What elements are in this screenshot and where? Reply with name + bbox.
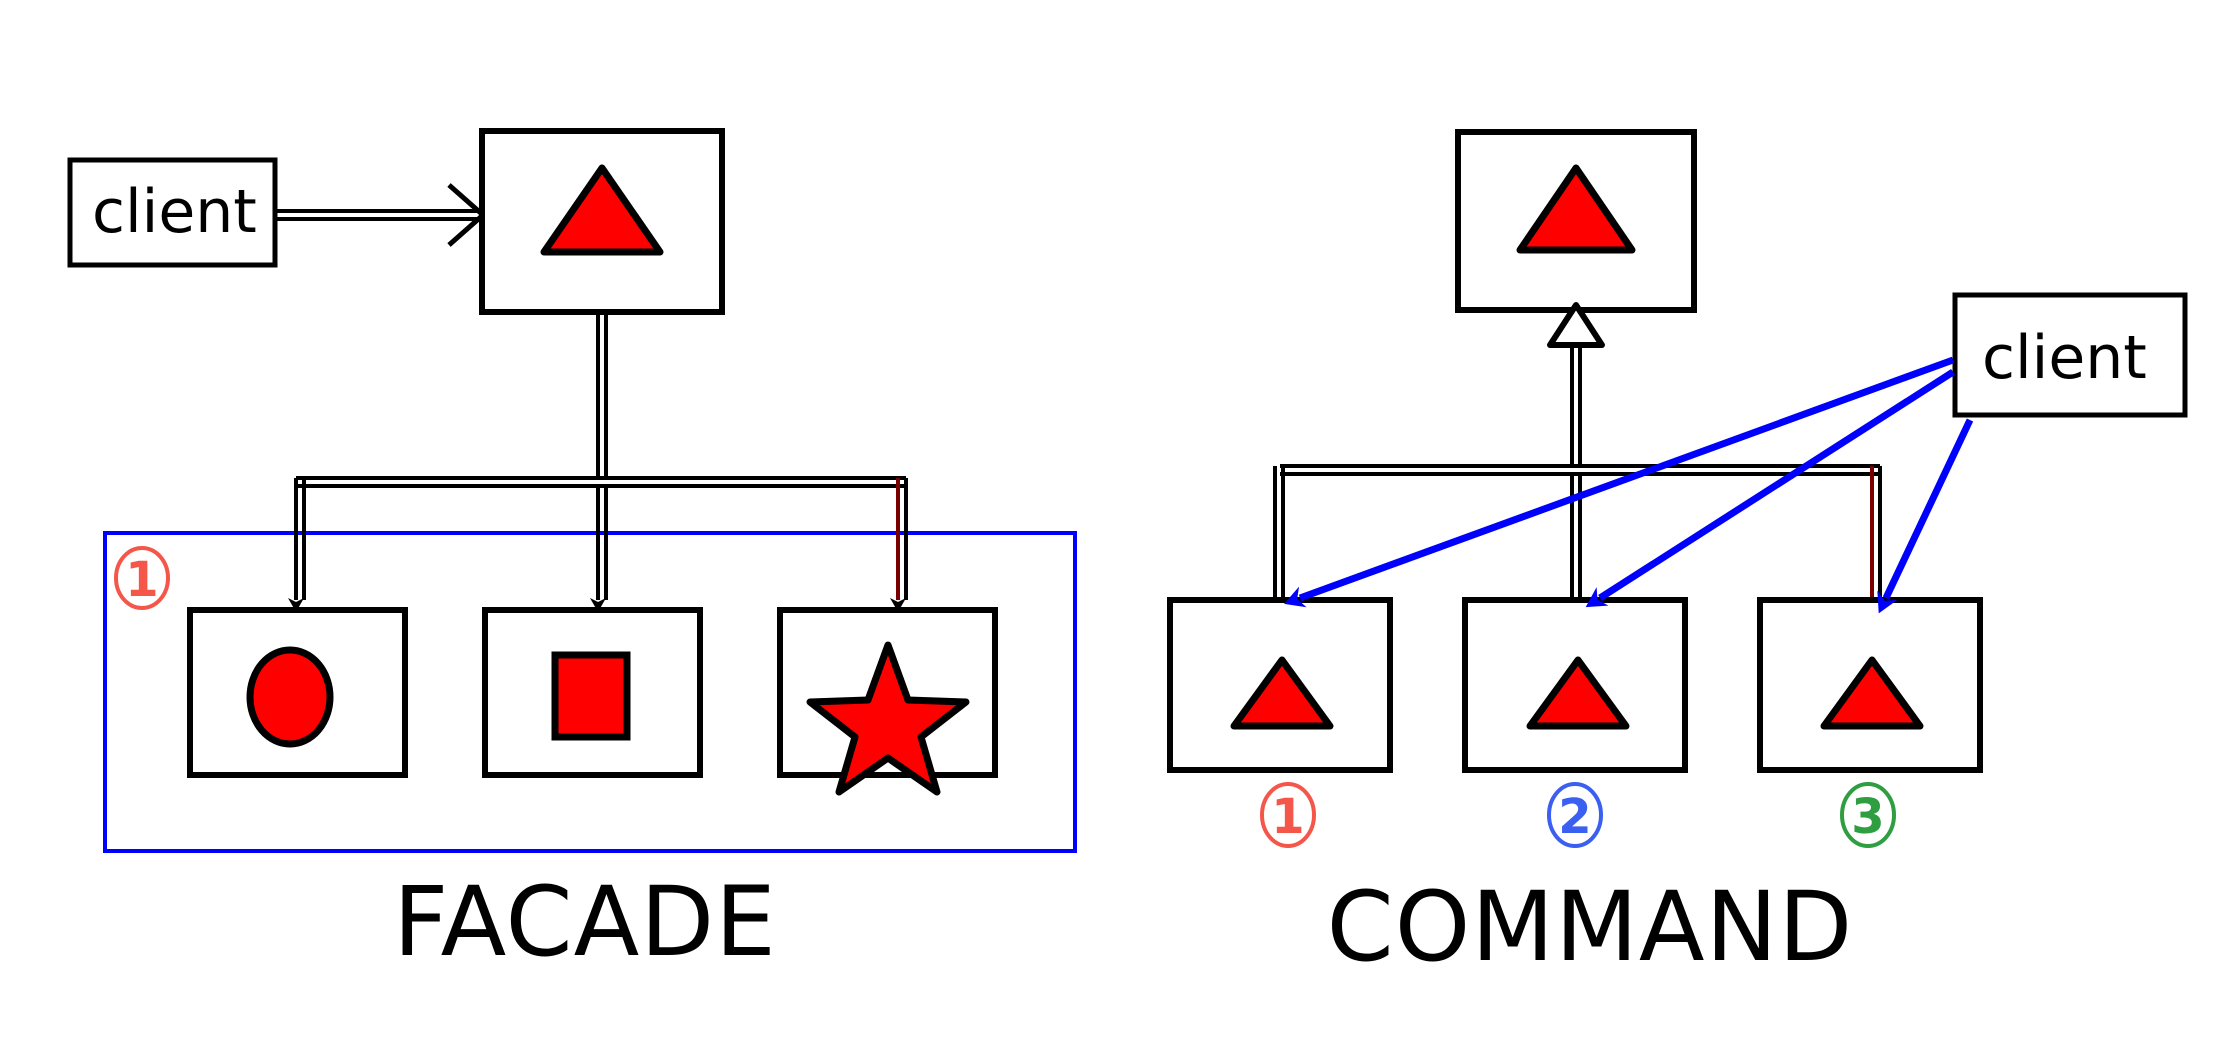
command-tree-connector — [1273, 345, 1882, 598]
facade-group-outline — [103, 531, 1077, 853]
generalization-arrowhead-icon — [1547, 302, 1605, 348]
facade-client-box[interactable]: client — [67, 157, 278, 268]
triangle-icon — [1526, 656, 1630, 730]
command-title: COMMAND — [1327, 871, 1854, 983]
command-child-box-1[interactable] — [1167, 597, 1393, 773]
command-marker-2: 2 — [1547, 782, 1603, 848]
command-marker-2-label: 2 — [1558, 789, 1591, 845]
marker-circle-outline — [114, 546, 170, 610]
facade-root-box[interactable] — [479, 128, 725, 315]
triangle-icon — [540, 164, 664, 256]
facade-child-box-1[interactable] — [187, 607, 408, 778]
star-icon — [806, 641, 970, 796]
facade-open-arrowhead — [447, 183, 487, 247]
command-marker-3-label: 3 — [1851, 789, 1884, 845]
command-client-box[interactable]: client — [1952, 292, 2188, 418]
facade-title: FACADE — [393, 866, 777, 978]
command-marker-1-label: 1 — [1271, 789, 1304, 845]
facade-client-connector — [275, 183, 487, 247]
command-client-label: client — [1982, 323, 2147, 393]
client-arrow-1 — [1284, 356, 1955, 608]
marker-circle-outline — [1840, 782, 1896, 848]
facade-pattern-group: client — [67, 128, 1077, 978]
command-marker-1: 1 — [1260, 782, 1316, 848]
facade-tree-connector — [288, 312, 908, 612]
facade-client-label: client — [92, 177, 257, 247]
facade-marker-1: 1 — [114, 546, 170, 610]
facade-child-box-2[interactable] — [482, 607, 703, 778]
command-child-rect-2[interactable] — [1462, 597, 1688, 773]
square-icon — [551, 651, 631, 741]
command-client-rect[interactable] — [1952, 292, 2188, 418]
command-root-box[interactable] — [1455, 129, 1697, 313]
circle-icon — [246, 646, 334, 748]
marker-circle-outline — [1260, 782, 1316, 848]
triangle-icon — [1516, 164, 1636, 254]
facade-child-box-3[interactable] — [777, 607, 998, 796]
marker-circle-outline — [1547, 782, 1603, 848]
facade-client-rect[interactable] — [67, 157, 278, 268]
command-client-arrows — [1284, 356, 1974, 614]
command-child-box-2[interactable] — [1462, 597, 1688, 773]
command-pattern-group: client 1 2 3 COMMAND — [1167, 129, 2188, 983]
triangle-icon — [1820, 656, 1924, 730]
triangle-icon — [1230, 656, 1334, 730]
client-arrow-3 — [1877, 418, 1974, 614]
command-marker-3: 3 — [1840, 782, 1896, 848]
client-arrow-2 — [1585, 369, 1955, 608]
facade-marker-1-label: 1 — [125, 552, 158, 608]
command-child-box-3[interactable] — [1757, 597, 1983, 773]
